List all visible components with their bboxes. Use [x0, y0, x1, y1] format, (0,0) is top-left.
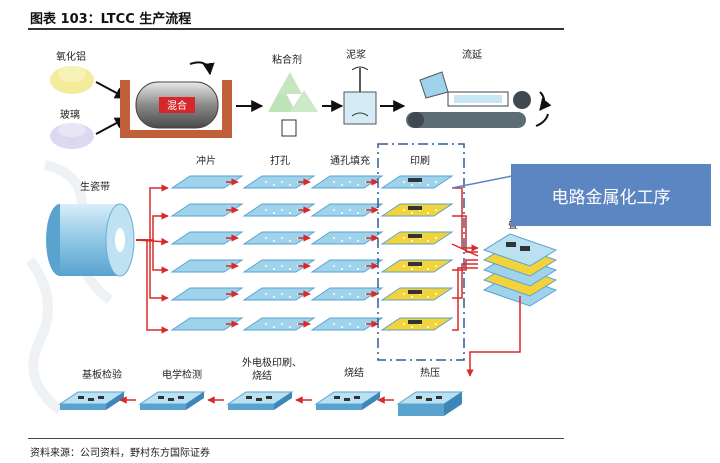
printing-label: 印刷 [410, 155, 430, 167]
substrate-block [207, 391, 294, 410]
tape-sheet [242, 287, 316, 301]
outer-electrode-label-2: 烧结 [252, 369, 272, 382]
binder-powders: 粘合剂 [268, 53, 318, 137]
electrical-test-label: 电学检测 [162, 368, 202, 381]
tape-sheet [170, 259, 244, 273]
return-arrow [466, 296, 521, 377]
tape-sheet [242, 317, 316, 331]
alumina-powder: 氧化铝 [50, 50, 94, 94]
roll-fanout-arrows [135, 184, 169, 334]
tape-sheet [170, 175, 244, 189]
bottom-rule [28, 438, 564, 439]
printing-highlight-box [377, 143, 465, 361]
tape-sheet [310, 317, 384, 331]
sintering-label: 烧结 [344, 366, 364, 379]
sheet-grid [170, 175, 454, 331]
tape-casting-machine: 流延 [406, 48, 552, 128]
tape-sheet [310, 231, 384, 245]
tape-sheet [242, 175, 316, 189]
tape-sheet [380, 317, 454, 331]
tape-sheet [380, 259, 454, 273]
tape-sheet [310, 259, 384, 273]
ball-mill: 混合 [120, 61, 232, 138]
hole-punching-label: 打孔 [270, 154, 290, 167]
tape-sheet [380, 231, 454, 245]
circuit-metallization-callout: 电路金属化工序 [511, 164, 711, 226]
mixing-label: 混合 [167, 99, 187, 112]
tape-sheet [170, 203, 244, 217]
glass-powder: 玻璃 [50, 108, 94, 149]
bottom-row-labels: 基板检验 电学检测 外电极印刷、 烧结 烧结 热压 [82, 356, 440, 382]
green-tape-label: 生瓷带 [80, 180, 110, 193]
stacked-layers [482, 233, 558, 307]
binder-label: 粘合剂 [272, 53, 302, 66]
tape-sheet [380, 175, 454, 189]
glass-label: 玻璃 [60, 108, 80, 121]
figure-title: 图表 103：LTCC 生产流程 [30, 12, 192, 27]
substrate-block [295, 391, 382, 410]
callout-pointer [451, 175, 513, 189]
tape-sheet [380, 203, 454, 217]
slurry-beaker: 泥浆 [343, 48, 377, 125]
alumina-label: 氧化铝 [56, 50, 86, 63]
stage-labels: 冲片 打孔 通孔填充 印刷 叠 [196, 154, 518, 231]
tape-sheet [310, 287, 384, 301]
tape-sheet [242, 231, 316, 245]
green-tape-roll: 生瓷带 [46, 180, 135, 277]
via-filling-label: 通孔填充 [330, 154, 370, 167]
tape-sheet [170, 287, 244, 301]
hot-pressing-label: 热压 [420, 366, 440, 379]
tape-sheet [170, 317, 244, 331]
stack-converge-arrows [451, 187, 479, 331]
top-rule [28, 28, 564, 30]
punching-label: 冲片 [196, 154, 216, 167]
tape-sheet [170, 231, 244, 245]
bottom-row-blocks [58, 391, 464, 416]
slurry-label: 泥浆 [346, 48, 366, 61]
substrate-block [377, 391, 464, 416]
tape-sheet [242, 259, 316, 273]
outer-electrode-label-1: 外电极印刷、 [242, 356, 302, 369]
tape-sheet [242, 203, 316, 217]
source-note: 资料来源：公司资料，野村东方国际证券 [30, 448, 210, 459]
substrate-block [119, 391, 206, 410]
tape-sheet [380, 287, 454, 301]
casting-label: 流延 [462, 48, 482, 61]
tape-sheet [310, 175, 384, 189]
substrate-block [58, 391, 126, 410]
substrate-inspection-label: 基板检验 [82, 368, 122, 381]
tape-sheet [310, 203, 384, 217]
